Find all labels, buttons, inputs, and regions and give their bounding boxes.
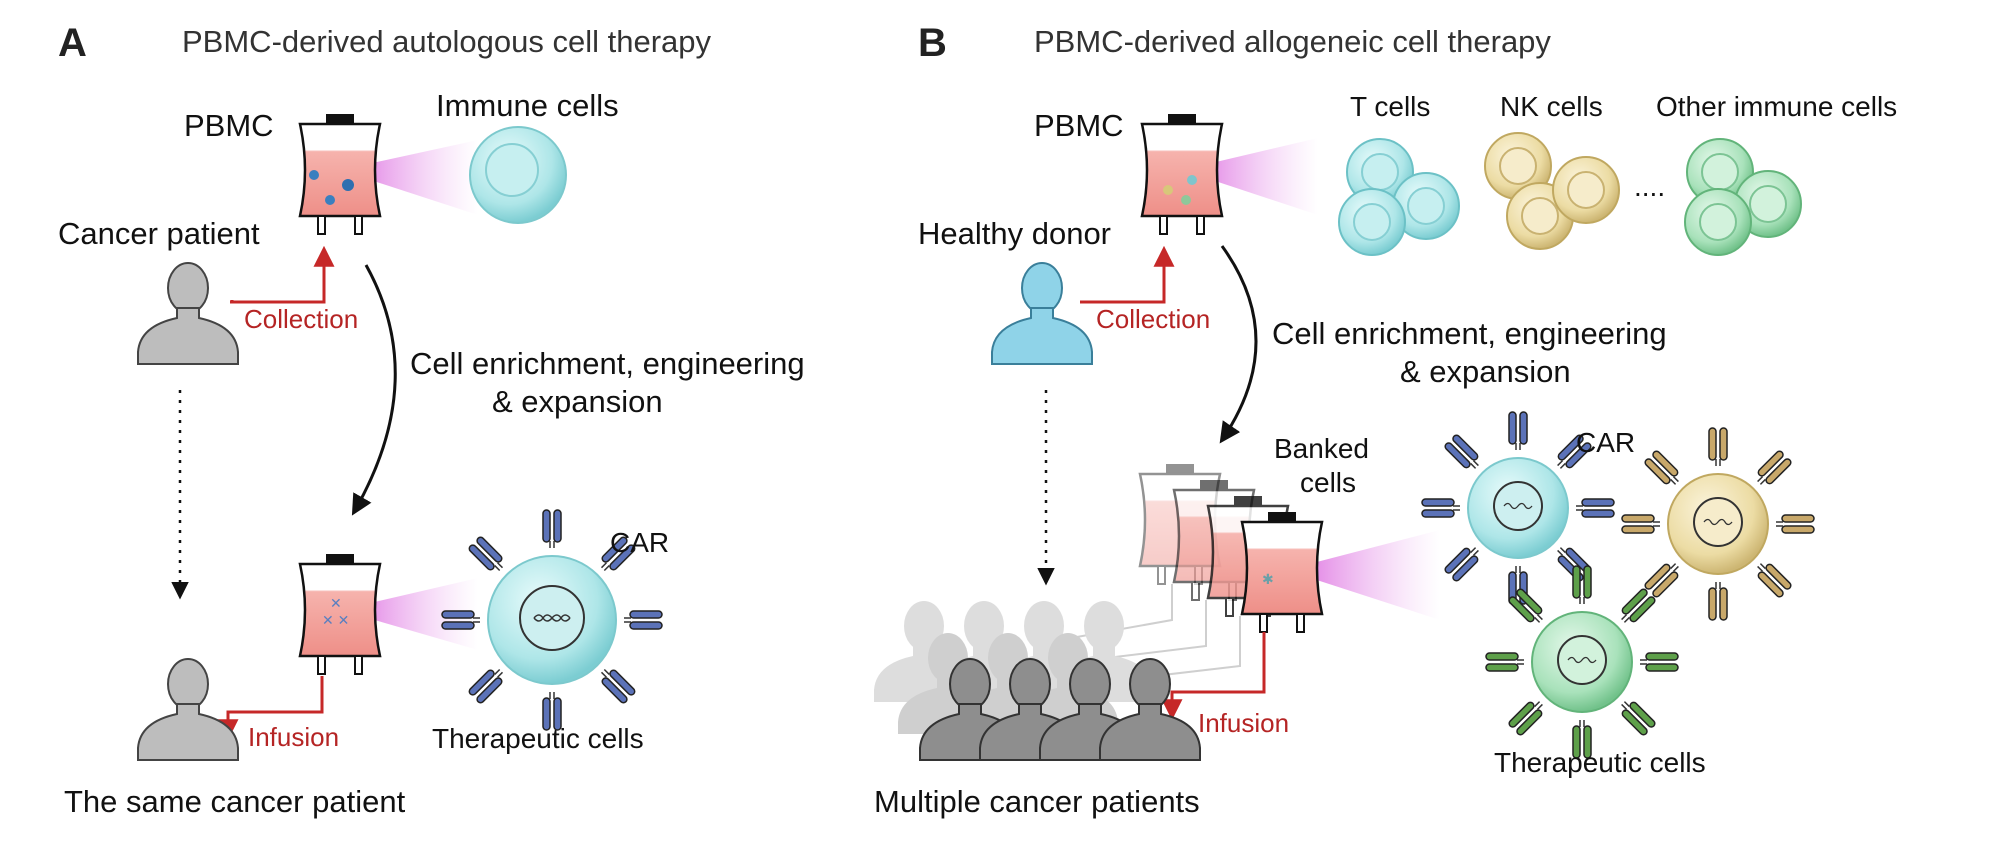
panel-a-beam-bottom xyxy=(340,578,478,650)
panel-b-ellipsis: .... xyxy=(1634,171,1665,202)
panel-a-infusion-arrow xyxy=(217,676,324,741)
panel-b-beam-bottom xyxy=(1286,530,1440,620)
svg-text:✕ ✕: ✕ ✕ xyxy=(322,612,349,628)
panel-a-immune-cell xyxy=(469,126,567,224)
panel-b-banked-line2: cells xyxy=(1300,467,1356,498)
panel-b-other-cells-label: Other immune cells xyxy=(1656,91,1897,122)
panel-b-beam-top xyxy=(1182,138,1318,215)
panel-b-pbmc-bag xyxy=(1140,112,1318,236)
panel-b-t-cells xyxy=(1338,138,1460,256)
panel-a-pbmc-bag xyxy=(298,112,478,236)
panel-a-process-line2: & expansion xyxy=(492,384,663,419)
panel-b-letter: B xyxy=(918,21,947,65)
panel-a-same-patient-icon xyxy=(137,658,239,761)
panel-b-therapeutic-label: Therapeutic cells xyxy=(1494,747,1706,778)
panel-a-title: PBMC-derived autologous cell therapy xyxy=(182,24,711,59)
panel-b-t-cells-label: T cells xyxy=(1350,91,1430,122)
panel-a-collection-label: Collection xyxy=(244,304,358,334)
panel-b-banked-line1: Banked xyxy=(1274,433,1369,464)
panel-b-collection-label: Collection xyxy=(1096,304,1210,334)
panel-b-car-cell-blue xyxy=(1421,411,1615,605)
panel-b-car-cell-tan xyxy=(1621,427,1815,621)
panel-b-car-label: CAR xyxy=(1576,427,1635,458)
panel-b-patients-label: Multiple cancer patients xyxy=(874,784,1200,819)
panel-b-nk-cells xyxy=(1484,132,1620,250)
svg-text:✕: ✕ xyxy=(330,595,342,611)
panel-a-letter: A xyxy=(58,21,87,65)
panel-b-banked-bags: ✱ xyxy=(1138,462,1440,634)
panel-a-beam-top xyxy=(340,140,478,215)
panel-a-collection-arrow xyxy=(230,250,324,304)
panel-b-other-cells xyxy=(1684,138,1802,256)
panel-a-patient-label: Cancer patient xyxy=(58,216,260,251)
panel-b-pbmc-label: PBMC xyxy=(1034,108,1124,143)
panel-b-infusion-arrow xyxy=(1161,632,1266,721)
panel-b: B PBMC-derived allogeneic cell therapy P… xyxy=(874,21,1897,819)
panel-b-process-arrow xyxy=(1219,245,1258,444)
panel-b-title: PBMC-derived allogeneic cell therapy xyxy=(1034,24,1551,59)
panel-a-patient-icon xyxy=(137,262,239,365)
panel-b-link-line-2 xyxy=(1089,600,1207,661)
panel-a-therapeutic-bag: ✕ ✕ ✕ xyxy=(298,552,478,676)
panel-b-nk-cells-label: NK cells xyxy=(1500,91,1603,122)
panel-b-process-line2: & expansion xyxy=(1400,354,1571,389)
panel-b-collection-arrow xyxy=(1080,245,1175,304)
panel-a-immune-cells-label: Immune cells xyxy=(436,88,619,123)
panel-b-infusion-label: Infusion xyxy=(1198,708,1289,738)
panel-b-donor-icon xyxy=(991,262,1093,365)
panel-b-process-line1: Cell enrichment, engineering xyxy=(1272,316,1667,351)
panel-b-car-cell-green xyxy=(1485,565,1679,759)
panel-a-car-t-cell xyxy=(441,509,663,731)
panel-a-car-label: CAR xyxy=(610,527,669,558)
panel-a-infusion-label: Infusion xyxy=(248,722,339,752)
panel-a-pbmc-label: PBMC xyxy=(184,108,274,143)
panel-a-process-line1: Cell enrichment, engineering xyxy=(410,346,805,381)
panel-a-process-arrow xyxy=(351,264,397,516)
panel-a-same-patient-label: The same cancer patient xyxy=(64,784,406,819)
svg-text:✱: ✱ xyxy=(1262,571,1274,587)
panel-a: A PBMC-derived autologous cell therapy P… xyxy=(58,21,805,819)
panel-b-patients-group xyxy=(874,601,1201,761)
panel-b-donor-label: Healthy donor xyxy=(918,216,1111,251)
panel-a-therapeutic-label: Therapeutic cells xyxy=(432,723,644,754)
